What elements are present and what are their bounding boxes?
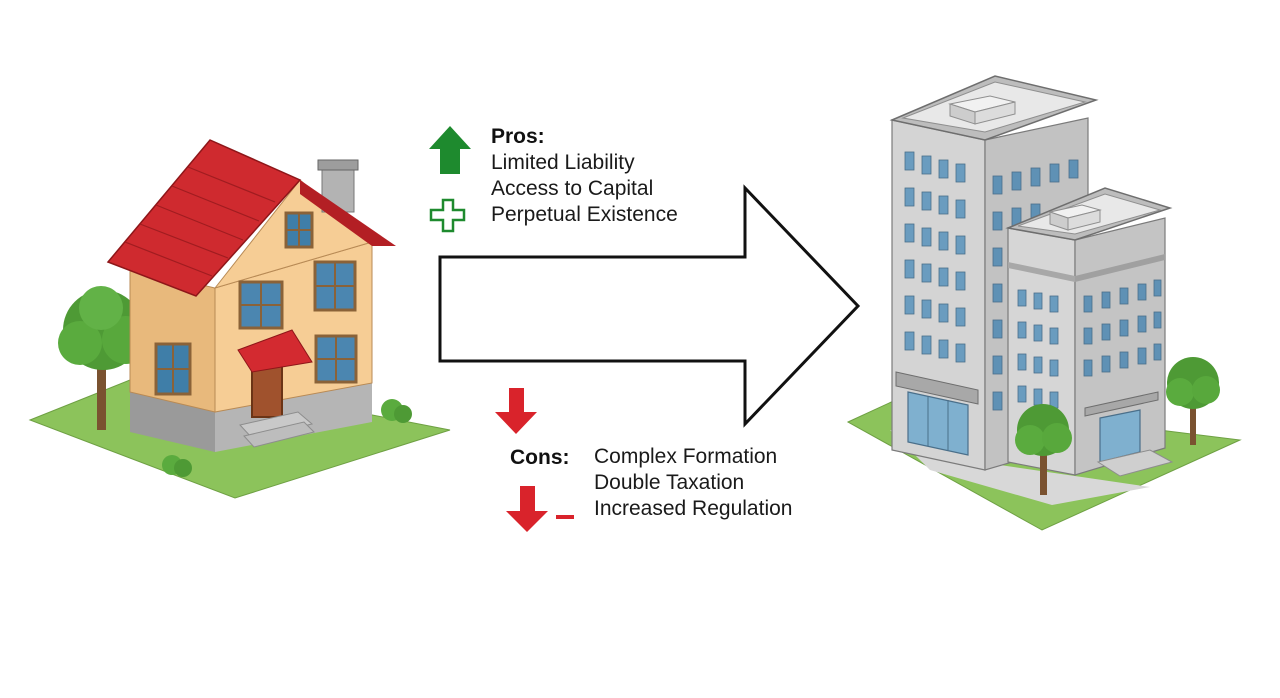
cons-item-double-taxation: Double Taxation xyxy=(594,471,745,494)
up-arrow-icon xyxy=(429,126,471,174)
down-arrow-icon xyxy=(506,486,548,532)
pros-list: Limited Liability Access to Capital Perp… xyxy=(491,150,678,228)
pros-item-limited-liability: Limited Liability xyxy=(491,151,635,174)
minus-icon xyxy=(556,515,574,519)
office-building-icon xyxy=(846,75,1242,531)
down-arrow-icon xyxy=(495,388,537,434)
cons-title: Cons: xyxy=(510,446,570,469)
plus-icon xyxy=(429,198,466,233)
pros-item-access-to-capital: Access to Capital xyxy=(491,177,654,200)
pros-item-perpetual-existence: Perpetual Existence xyxy=(491,203,678,226)
house-icon xyxy=(28,139,451,499)
cons-list: Complex Formation Double Taxation Increa… xyxy=(594,444,792,522)
cons-item-increased-regulation: Increased Regulation xyxy=(594,497,793,520)
transition-arrow-icon xyxy=(438,184,861,428)
cons-item-complex-formation: Complex Formation xyxy=(594,445,778,468)
pros-title: Pros: xyxy=(491,125,545,148)
